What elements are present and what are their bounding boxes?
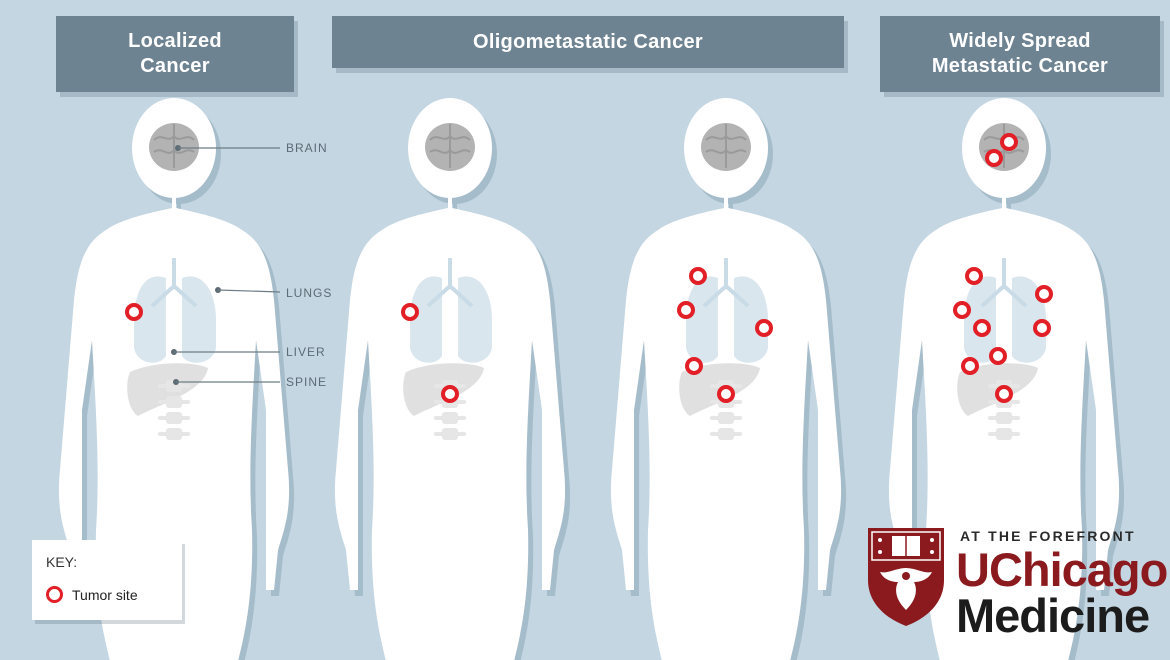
tumor-site-marker bbox=[955, 303, 969, 317]
key-title: KEY: bbox=[46, 554, 77, 570]
logo-name-part2: Medicine bbox=[956, 590, 1149, 642]
key-row-tumor: Tumor site bbox=[46, 586, 138, 603]
tumor-site-marker bbox=[967, 269, 981, 283]
key-tumor-label: Tumor site bbox=[72, 587, 138, 603]
tumor-site-marker bbox=[403, 305, 417, 319]
tumor-site-marker bbox=[1035, 321, 1049, 335]
figure-oligometastatic-2 bbox=[611, 98, 841, 660]
tumor-site-marker bbox=[687, 359, 701, 373]
university-shield-icon bbox=[866, 524, 946, 628]
lungs-label: LUNGS bbox=[286, 286, 332, 300]
tumor-site-marker bbox=[1002, 135, 1016, 149]
tumor-site-marker bbox=[963, 359, 977, 373]
tumor-site-marker bbox=[997, 387, 1011, 401]
logo-tagline: AT THE FOREFRONT bbox=[960, 528, 1136, 544]
tumor-site-icon bbox=[46, 586, 63, 603]
tumor-site-marker bbox=[1037, 287, 1051, 301]
brain-label: BRAIN bbox=[286, 141, 328, 155]
legend-key: KEY: Tumor site bbox=[32, 540, 182, 620]
tumor-site-marker bbox=[679, 303, 693, 317]
figure-oligometastatic-1 bbox=[335, 98, 565, 660]
tumor-site-marker bbox=[987, 151, 1001, 165]
uchicago-medicine-logo: AT THE FOREFRONT UChicago Medicine bbox=[866, 524, 1166, 654]
tumor-site-marker bbox=[691, 269, 705, 283]
tumor-site-marker bbox=[757, 321, 771, 335]
tumor-site-marker bbox=[991, 349, 1005, 363]
tumor-site-marker bbox=[443, 387, 457, 401]
tumor-site-marker bbox=[127, 305, 141, 319]
liver-label: LIVER bbox=[286, 345, 326, 359]
spine-label: SPINE bbox=[286, 375, 327, 389]
tumor-site-marker bbox=[975, 321, 989, 335]
tumor-site-marker bbox=[719, 387, 733, 401]
